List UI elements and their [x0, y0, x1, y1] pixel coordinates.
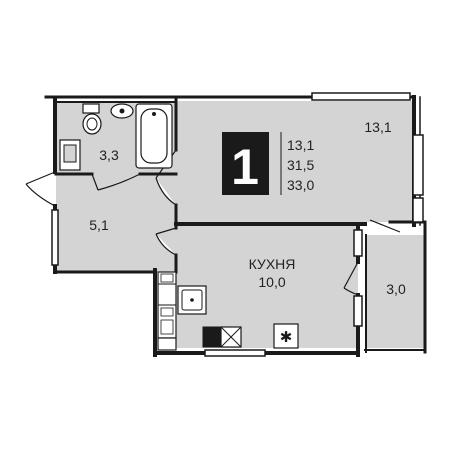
entrance-door: [25, 171, 56, 207]
balcony-area-label: 3,0: [386, 281, 406, 297]
hallway-room: [56, 174, 177, 272]
stove-icon: [202, 326, 242, 348]
balcony-door: [343, 261, 359, 296]
kitchen-side-window-top: [353, 229, 363, 257]
hallway-area-label: 5,1: [89, 217, 109, 233]
balcony-room: [367, 235, 425, 348]
living-top-window: [311, 92, 411, 101]
room-labels: 3,3 5,1 13,1 КУХНЯ 10,0 3,0: [89, 119, 406, 297]
kitchen-door: [155, 227, 177, 256]
living-side-window: [412, 197, 424, 223]
apartment-badge: 1 13,1 31,5 33,0: [222, 132, 314, 195]
windows: [51, 92, 424, 357]
fridge-icon: ✱: [273, 323, 299, 349]
kitchen-sink-icon: [177, 285, 207, 315]
balcony-entry-door: [369, 219, 401, 233]
sink-icon: [110, 103, 134, 119]
bathroom-door: [91, 173, 141, 191]
badge-area-with-balcony: 33,0: [287, 177, 314, 193]
hall-left-window: [51, 209, 59, 266]
badge-area-living: 13,1: [287, 137, 314, 153]
washing-machine-icon: [59, 139, 81, 171]
bathtub-icon: [135, 103, 173, 169]
fixtures: ✱: [59, 103, 299, 351]
kitchen-window: [204, 349, 266, 357]
toilet-icon: [82, 103, 102, 135]
badge-area-total: 31,5: [287, 157, 314, 173]
bathroom-area-label: 3,3: [99, 147, 119, 163]
room-fills: [56, 101, 425, 348]
kitchen-area-label: 10,0: [258, 274, 285, 290]
cabinet-icon: [157, 271, 177, 351]
living-area-label: 13,1: [364, 119, 391, 135]
living-right-window: [412, 134, 424, 196]
kitchen-name-label: КУХНЯ: [249, 256, 296, 272]
badge-box: [222, 132, 269, 195]
svg-text:✱: ✱: [280, 328, 293, 346]
badge-room-count: 1: [231, 139, 259, 195]
kitchen-side-window-bottom: [353, 295, 363, 327]
living-room: [177, 101, 413, 222]
